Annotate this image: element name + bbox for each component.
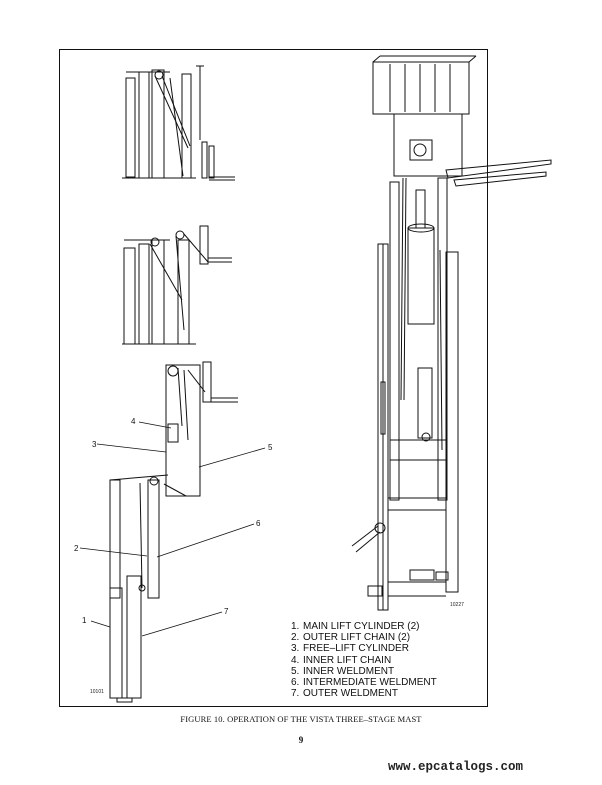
mast-3d-view xyxy=(351,55,552,611)
legend-item: 6.INTERMEDIATE WELDMENT xyxy=(291,677,437,689)
mast-lowered-view xyxy=(122,65,235,181)
callout-1: 1 xyxy=(82,616,87,625)
callout-7: 7 xyxy=(224,607,229,616)
figure-frame xyxy=(59,49,488,707)
mast-free-lift-view xyxy=(122,225,232,345)
drawing-code-right: 10227 xyxy=(450,602,464,608)
callout-leaders xyxy=(79,421,266,637)
figure-caption: FIGURE 10. OPERATION OF THE VISTA THREE–… xyxy=(180,714,422,724)
legend-item: 2.OUTER LIFT CHAIN (2) xyxy=(291,632,411,644)
legend-list: 1.MAIN LIFT CYLINDER (2) 2.OUTER LIFT CH… xyxy=(291,621,437,699)
callout-3: 3 xyxy=(92,440,97,449)
page-number: 9 xyxy=(298,735,304,745)
callout-5: 5 xyxy=(268,443,273,452)
mast-extended-view xyxy=(109,361,238,703)
legend-item: 5.INNER WELDMENT xyxy=(291,665,395,677)
drawing-code-left: 10101 xyxy=(90,689,104,695)
legend-item: 1.MAIN LIFT CYLINDER (2) xyxy=(291,621,420,632)
legend-item: 3.FREE–LIFT CYLINDER xyxy=(291,643,409,655)
callout-6: 6 xyxy=(256,519,261,528)
callout-4: 4 xyxy=(131,417,136,426)
watermark-link[interactable]: www.epcatalogs.com xyxy=(388,760,524,774)
legend-item: 4.INNER LIFT CHAIN xyxy=(291,654,392,666)
legend-item: 7.OUTER WELDMENT xyxy=(291,688,398,700)
callout-2: 2 xyxy=(74,544,79,553)
